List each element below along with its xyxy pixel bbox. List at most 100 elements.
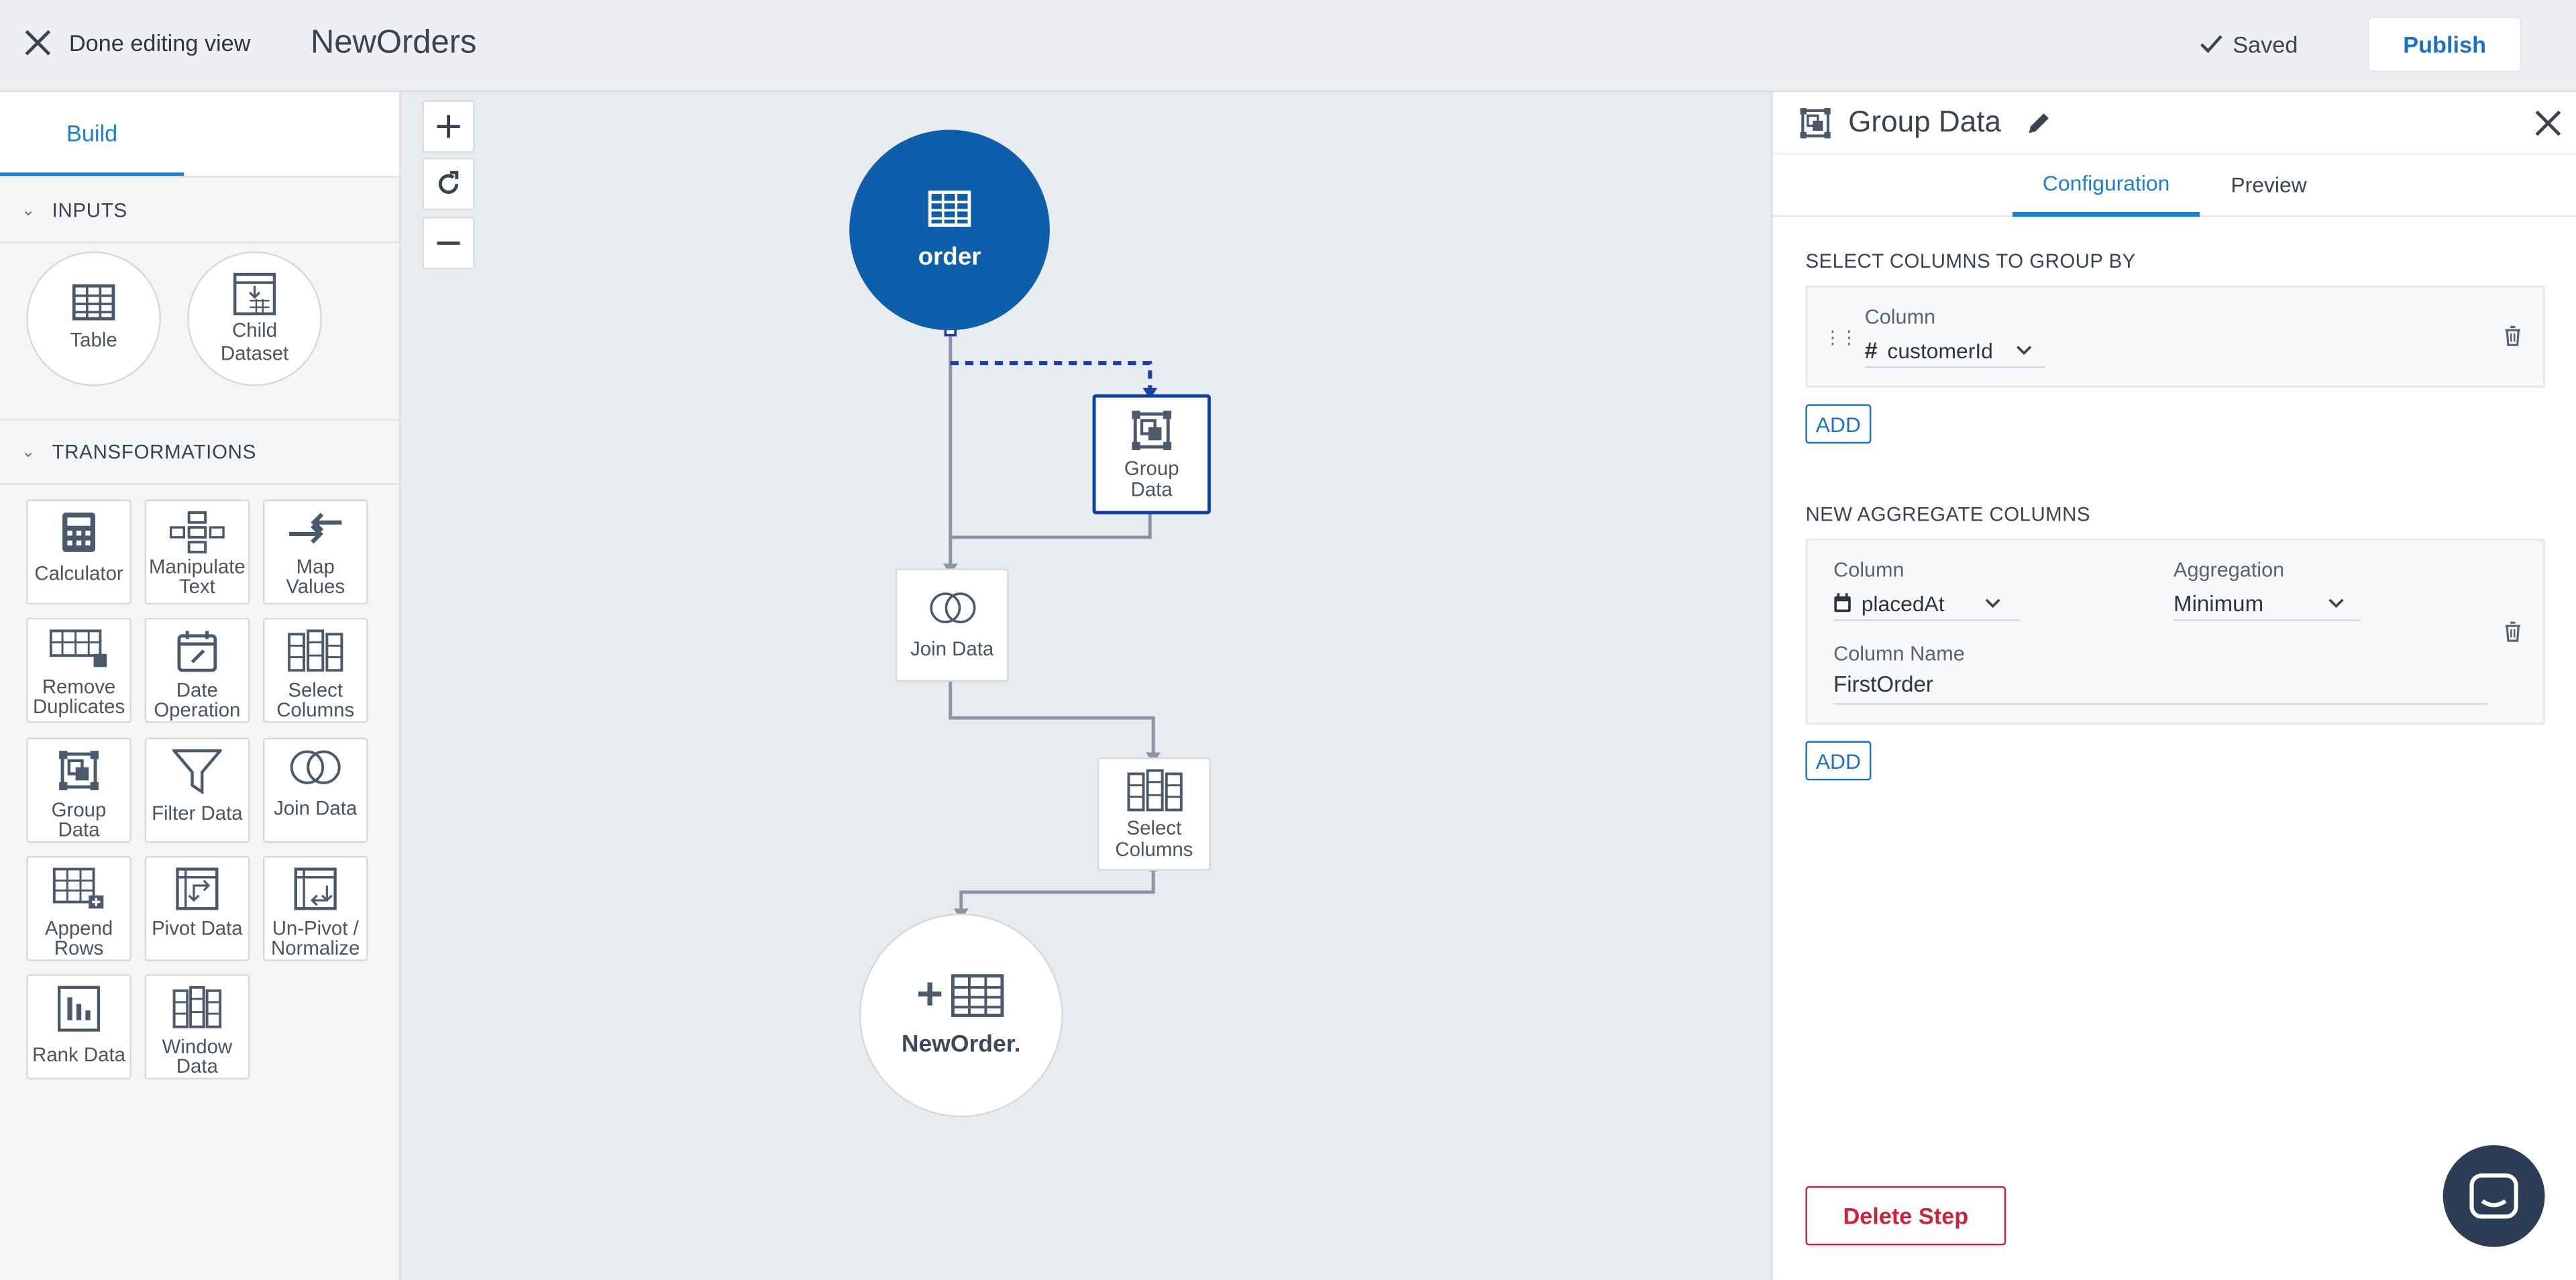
delete-trash-icon[interactable] (2504, 325, 2522, 347)
remove-duplicates-icon (49, 629, 107, 668)
input-child-dataset[interactable]: Child Dataset (187, 251, 323, 386)
aggregation-select[interactable]: Minimum (2174, 586, 2361, 621)
tile-group-data[interactable]: Group Data (26, 737, 131, 843)
group-by-column-value: customerId (1887, 337, 1993, 363)
build-tab-bar: Build (0, 92, 400, 178)
transformations-section-header[interactable]: ⌄ TRANSFORMATIONS (0, 419, 400, 485)
tile-label: Manipulate Text (148, 555, 246, 598)
top-bar: Done editing view NewOrders Saved Publis… (0, 0, 2576, 93)
aggregate-column-label: Column (1833, 558, 1904, 582)
drag-handle-icon[interactable]: ⋮⋮ (1823, 328, 1858, 349)
chevron-down-icon (1984, 598, 2000, 608)
publish-button[interactable]: Publish (2367, 16, 2522, 72)
tile-join-data[interactable]: Join Data (262, 737, 368, 843)
connector-group-join (950, 511, 1152, 539)
tile-label: Calculator (34, 562, 123, 585)
node-group-data-label: Group Data (1124, 456, 1179, 500)
unpivot-icon (294, 867, 337, 910)
flow-connectors (943, 324, 1161, 920)
tile-label: Window Data (162, 1034, 233, 1078)
tile-label: Date Operation (154, 678, 241, 722)
date-operation-icon (177, 631, 217, 672)
tile-label: Select Columns (276, 678, 355, 722)
tile-calculator[interactable]: Calculator (26, 499, 131, 605)
tab-preview[interactable]: Preview (2231, 172, 2307, 197)
node-join-data[interactable]: Join Data (895, 568, 1009, 682)
table-icon (928, 189, 971, 226)
node-group-data[interactable]: Group Data (1092, 394, 1211, 515)
table-icon (72, 284, 115, 321)
group-by-column-label: Column (1864, 305, 1936, 329)
calendar-icon (1834, 593, 1851, 612)
tile-label: Un-Pivot / Normalize (271, 916, 360, 960)
close-panel-icon[interactable] (2535, 110, 2561, 136)
group-by-column-select[interactable]: # customerId (1864, 333, 2046, 368)
tile-label: Join Data (274, 796, 358, 820)
node-select-columns[interactable]: Select Columns (1097, 757, 1211, 871)
left-panel: Build ⌄ INPUTS Table Child Dataset ⌄ TRA… (0, 92, 401, 1280)
tab-build[interactable]: Build (0, 92, 184, 176)
calculator-icon (62, 513, 96, 552)
node-output-label: NewOrder. (901, 1031, 1021, 1059)
panel-tabs: Configuration Preview (1772, 152, 2576, 217)
group-data-icon (1800, 107, 1831, 138)
tile-filter-data[interactable]: Filter Data (144, 737, 250, 843)
tile-label: Pivot Data (152, 916, 243, 940)
step-config-panel: Group Data Configuration Preview SELECT … (1771, 92, 2576, 1280)
edit-pencil-icon[interactable] (2027, 111, 2050, 134)
group-data-icon (1132, 411, 1172, 450)
tile-remove-duplicates[interactable]: Remove Duplicates (26, 617, 131, 723)
group-data-icon (59, 751, 99, 790)
node-output[interactable]: NewOrder. (859, 913, 1063, 1118)
aggregate-column-value: placedAt (1861, 590, 1945, 616)
tile-unpivot[interactable]: Un-Pivot / Normalize (262, 855, 368, 961)
delete-step-button[interactable]: Delete Step (1805, 1186, 2006, 1246)
tile-append-rows[interactable]: Append Rows (26, 855, 131, 961)
tile-label: Remove Duplicates (32, 675, 125, 718)
saved-label: Saved (2233, 31, 2298, 58)
aggregation-label: Aggregation (2174, 558, 2285, 582)
delete-trash-icon[interactable] (2504, 621, 2522, 643)
join-icon (929, 592, 975, 623)
tile-window-data[interactable]: Window Data (144, 974, 250, 1079)
inputs-section-header[interactable]: ⌄ INPUTS (0, 179, 400, 244)
tile-label: Append Rows (44, 916, 113, 960)
append-rows-icon (52, 867, 104, 909)
input-table[interactable]: Table (26, 251, 162, 386)
map-values-icon (289, 513, 342, 544)
node-select-columns-label: Select Columns (1115, 816, 1193, 861)
tile-label: Rank Data (32, 1043, 125, 1067)
aggregate-column-select[interactable]: placedAt (1833, 586, 2021, 621)
zoom-in-button[interactable] (422, 100, 475, 153)
reset-zoom-button[interactable] (422, 158, 475, 211)
done-editing-button[interactable]: Done editing view (23, 28, 251, 58)
node-order[interactable]: order (849, 129, 1050, 331)
tile-map-values[interactable]: Map Values (262, 499, 368, 605)
tile-select-columns[interactable]: Select Columns (262, 617, 368, 723)
close-icon (25, 30, 51, 56)
node-order-label: order (918, 242, 981, 270)
tile-manipulate-text[interactable]: Manipulate Text (144, 499, 250, 605)
page-title: NewOrders (310, 24, 477, 61)
zoom-out-button[interactable] (422, 217, 475, 270)
inputs-header-label: INPUTS (52, 199, 127, 222)
group-by-header: SELECT COLUMNS TO GROUP BY (1805, 250, 2136, 273)
group-by-row: ⋮⋮ Column # customerId (1805, 286, 2545, 388)
chat-launcher-button[interactable] (2443, 1144, 2545, 1247)
check-icon (2200, 35, 2222, 54)
number-type-icon: # (1864, 337, 1878, 364)
tile-pivot-data[interactable]: Pivot Data (144, 855, 250, 961)
column-name-input[interactable]: FirstOrder (1833, 670, 2487, 705)
add-group-by-button[interactable]: ADD (1805, 404, 1872, 444)
tile-rank-data[interactable]: Rank Data (26, 974, 131, 1079)
done-editing-label: Done editing view (68, 30, 251, 56)
flow-canvas[interactable]: order Group Data Join Data Select Column… (400, 92, 1770, 1280)
panel-title: Group Data (1848, 105, 2002, 138)
pivot-icon (176, 867, 219, 910)
select-columns-icon (1126, 769, 1182, 812)
tile-date-operation[interactable]: Date Operation (144, 617, 250, 723)
tab-configuration[interactable]: Configuration (2012, 154, 2200, 217)
add-table-icon (918, 974, 1004, 1017)
tile-label: Filter Data (152, 802, 243, 825)
add-aggregate-button[interactable]: ADD (1805, 741, 1872, 781)
